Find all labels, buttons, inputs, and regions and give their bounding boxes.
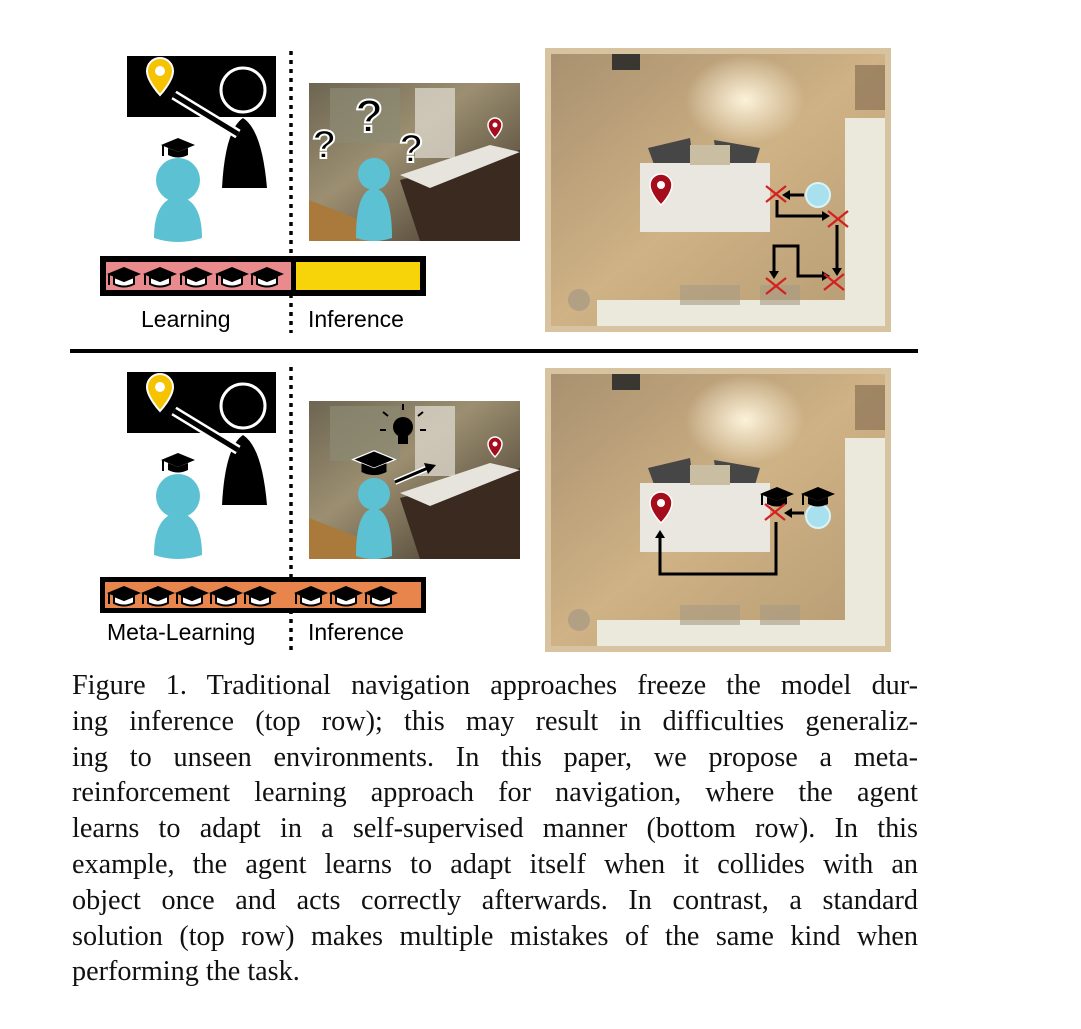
question-mark-icon: ? (355, 90, 383, 142)
teacher-icon (171, 66, 267, 188)
agent-icon (805, 503, 831, 529)
floorplan-top (545, 48, 891, 332)
question-mark-icon: ? (312, 123, 336, 167)
inference-label: Inference (308, 306, 404, 332)
caption-line: ing to unseen environments. In this pape… (72, 741, 918, 773)
agent-icon (805, 182, 831, 208)
location-pin-icon (649, 491, 673, 525)
kitchen-photo (309, 401, 520, 559)
caption-line: example, the agent learns to adapt itsel… (72, 848, 918, 880)
inference-bar (296, 262, 420, 290)
location-pin-icon (145, 372, 175, 413)
location-pin-icon (145, 56, 175, 97)
learning-label: Learning (141, 306, 231, 332)
caption-line: reinforcement learning approach for navi… (72, 777, 918, 809)
lightbulb-icon (380, 404, 426, 444)
teacher-icon (171, 382, 267, 505)
graduation-cap-icon (351, 450, 397, 476)
floorplan-bottom (545, 368, 891, 652)
caption-line: ing inference (top row); this may result… (72, 705, 918, 737)
figure-caption: Figure 1. Traditional navigation approac… (72, 668, 918, 990)
caption-line: object once and acts correctly afterward… (72, 884, 918, 916)
question-mark-icon: ? (399, 127, 423, 171)
inference-label: Inference (308, 619, 404, 645)
location-pin-icon (487, 117, 503, 140)
student-icon (154, 158, 202, 242)
student-icon (356, 158, 392, 241)
arrow-icon (394, 466, 429, 484)
kitchen-photo (309, 83, 520, 241)
student-icon (154, 474, 202, 559)
location-pin-icon (487, 436, 503, 459)
caption-line: Figure 1. Traditional navigation approac… (72, 670, 918, 701)
caption-line: learns to adapt in a self-supervised man… (72, 813, 918, 845)
graduation-cap-icon (160, 137, 196, 159)
caption-line: performing the task. (72, 956, 300, 988)
figure-illustration: ? ? ? (70, 48, 918, 652)
meta-learning-label: Meta-Learning (107, 619, 256, 645)
student-icon (356, 478, 392, 559)
caption-line: solution (top row) makes multiple mistak… (72, 920, 918, 952)
location-pin-icon (649, 173, 673, 207)
graduation-cap-icon (160, 452, 196, 474)
